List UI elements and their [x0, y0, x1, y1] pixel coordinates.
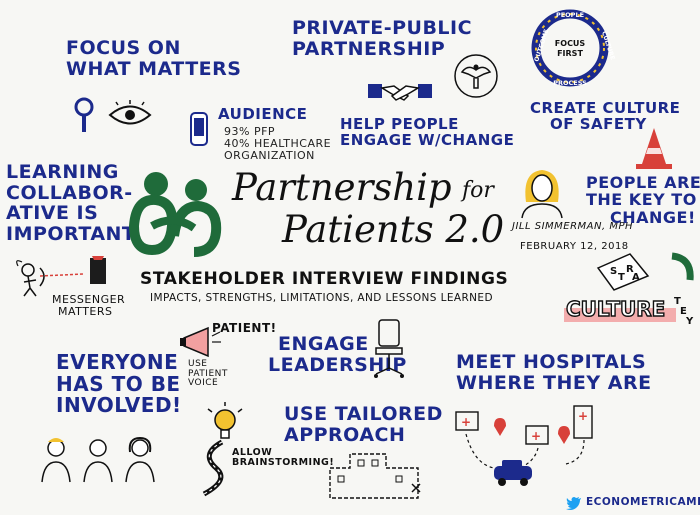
title-line1-for: for: [462, 178, 494, 203]
strategy-t: T: [618, 272, 625, 283]
people-key-note: PEOPLE ARE THE KEY TO CHANGE!: [586, 173, 700, 227]
phone-icon: [190, 112, 208, 146]
people-group-icon: [41, 436, 155, 483]
focus-first-cycle: FOCUS FIRST PEOPLE PROCESS OUTCOME CULTU…: [531, 9, 616, 87]
cupid-messenger-icon: [16, 256, 106, 297]
title-line2: Patients 2.0: [282, 208, 505, 251]
messenger-note: MESSENGER MATTERS: [52, 293, 126, 318]
strategy-s: S: [610, 266, 617, 277]
office-chair-icon: [374, 319, 404, 378]
strategy-tail-t: T: [674, 296, 681, 307]
lightbulb-icon: [207, 402, 243, 439]
author-date: FEBRUARY 12, 2018: [520, 241, 629, 252]
engage-leadership-note: ENGAGE LEADERSHIP: [268, 333, 407, 376]
twitter-handle: ECONOMETRICAMD: [586, 496, 700, 508]
everyone-note: EVERYONE HAS TO BE INVOLVED!: [56, 350, 182, 418]
audience-title: AUDIENCE: [218, 105, 308, 123]
svg-text:+: +: [531, 429, 541, 443]
strategy-box: S T R A T E Y: [596, 252, 694, 327]
culture-word: CULTURE: [566, 297, 665, 321]
title-line1: Partnership: [232, 166, 452, 209]
cycle-people: PEOPLE: [556, 11, 584, 19]
allow-note: ALLOW BRAINSTORMING!: [232, 447, 335, 469]
author-name: JILL SIMMERMAN, MPH: [512, 221, 634, 232]
megaphone-icon: [180, 326, 221, 358]
tagline: IMPACTS, STRENGTHS, LIMITATIONS, AND LES…: [150, 292, 493, 304]
svg-text:*: *: [140, 245, 147, 259]
strategy-a: A: [632, 272, 640, 283]
patient-tag: PATIENT!: [212, 321, 277, 335]
twitter-bird-icon: [566, 497, 581, 510]
private-public-note: PRIVATE-PUBLIC PARTNERSHIP: [292, 17, 473, 60]
author-portrait: [521, 170, 563, 219]
focus-note: FOCUS ON WHAT MATTERS: [66, 37, 242, 80]
culture-banner: CULTURE: [564, 296, 676, 322]
subtitle: STAKEHOLDER INTERVIEW FINDINGS: [140, 269, 509, 289]
help-people-note: HELP PEOPLE ENGAGE W/CHANGE: [340, 115, 515, 150]
hospital-map-icon: + + +: [455, 405, 593, 486]
tailored-note: USE TAILORED APPROACH: [284, 403, 443, 446]
hospitals-note: MEET HOSPITALS WHERE THEY ARE: [456, 351, 652, 394]
strategy-r: R: [626, 264, 634, 275]
eagle-seal-icon: [454, 54, 498, 98]
culture-safety-note: CREATE CULTURE OF SAFETY: [530, 99, 681, 134]
tailored-building-icon: [329, 453, 421, 499]
traffic-cone-icon: [636, 128, 672, 169]
learning-note: LEARNING COLLABOR- ATIVE IS IMPORTANT: [6, 161, 136, 245]
cycle-center-1: FOCUS: [555, 39, 586, 48]
svg-text:+: +: [461, 415, 471, 429]
cycle-process: PROCESS: [553, 79, 587, 87]
winding-road-icon: [202, 439, 224, 497]
patient-voice-note: USE PATIENT VOICE: [188, 359, 228, 389]
cycle-center-2: FIRST: [557, 49, 583, 58]
pfp-logo: *: [128, 172, 222, 259]
svg-text:+: +: [578, 409, 588, 423]
audience-detail: 93% PFP 40% HEALTHCARE ORGANIZATION: [224, 125, 332, 162]
magnifier-icon: [74, 97, 94, 132]
strategy-tail-y: Y: [685, 316, 694, 327]
strategy-tail-e: E: [680, 306, 687, 317]
eye-icon: [108, 100, 152, 125]
handshake-icon: [368, 84, 432, 101]
